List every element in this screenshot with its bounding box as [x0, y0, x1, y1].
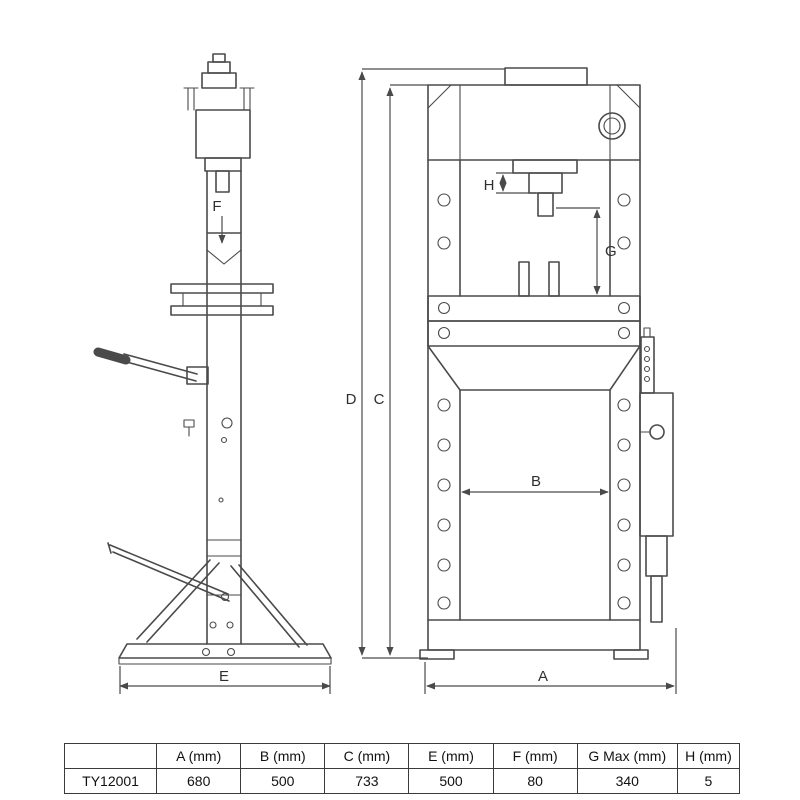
spec-header-model: [63, 743, 158, 769]
front-ram: [512, 159, 578, 217]
front-top-plate: [504, 67, 588, 86]
spec-data-row: TY12001 680 500 733 500 80 340 5: [63, 768, 741, 794]
spec-header-b: B (mm): [240, 743, 326, 769]
dim-label-g: G: [605, 243, 617, 260]
front-columns: [427, 159, 641, 621]
dim-label-b: B: [531, 473, 541, 490]
side-top-screw: [212, 53, 226, 63]
spec-cell-a: 680: [156, 768, 242, 794]
pump-handle: [93, 347, 209, 385]
spec-header-row: A (mm) B (mm) C (mm) E (mm) F (mm) G Max…: [63, 743, 741, 769]
spec-header-a: A (mm): [156, 743, 242, 769]
dim-label-h: H: [484, 177, 495, 194]
pump-unit: [639, 327, 674, 623]
dim-label-d: D: [346, 391, 357, 408]
top-beam-hole: [598, 112, 626, 140]
spec-header-c: C (mm): [324, 743, 410, 769]
table-pin: [548, 261, 560, 297]
front-view: [419, 67, 674, 660]
spec-header-h: H (mm): [676, 743, 741, 769]
dim-label-e: E: [219, 668, 229, 685]
dimension-annotations: F E D C H G B A: [119, 68, 677, 694]
side-ram: [215, 170, 230, 193]
dim-label-f: F: [212, 198, 221, 215]
base-plate: [118, 643, 332, 665]
pump-knob: [649, 424, 665, 440]
table-pin: [518, 261, 530, 297]
side-view: [93, 53, 332, 665]
support-legs: [136, 559, 308, 648]
spec-cell-h: 5: [676, 768, 741, 794]
dim-label-c: C: [374, 391, 385, 408]
spec-header-gmax: G Max (mm): [576, 743, 678, 769]
spec-cell-gmax: 340: [576, 768, 678, 794]
spec-header-f: F (mm): [492, 743, 578, 769]
spec-cell-c: 733: [324, 768, 410, 794]
spec-cell-b: 500: [240, 768, 326, 794]
release-knob: [183, 419, 195, 428]
foot-pedal: [107, 542, 230, 602]
work-table: [427, 295, 641, 347]
spec-cell-f: 80: [492, 768, 578, 794]
dim-label-a: A: [538, 668, 548, 685]
spec-cell-model: TY12001: [63, 768, 158, 794]
spec-table: A (mm) B (mm) C (mm) E (mm) F (mm) G Max…: [63, 743, 741, 794]
spec-cell-e: 500: [408, 768, 494, 794]
spec-header-e: E (mm): [408, 743, 494, 769]
side-cylinder: [195, 109, 251, 159]
front-base: [419, 619, 649, 660]
